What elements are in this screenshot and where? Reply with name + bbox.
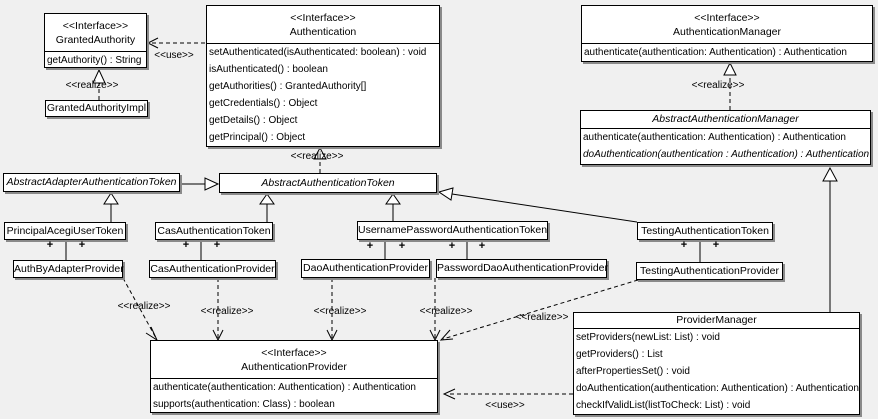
class-granted-authority-impl[interactable]: GrantedAuthorityImpl — [45, 100, 148, 117]
class-name: AbstractAuthenticationManager — [652, 113, 799, 125]
class-name: AuthenticationProvider — [241, 361, 347, 373]
use-label: <<use>> — [485, 400, 525, 411]
realize-label: <<realize>> — [419, 306, 473, 317]
class-name: CasAuthenticationProvider — [150, 263, 275, 275]
class-name: TestingAuthenticationProvider — [640, 265, 779, 277]
edge-gen-abstractadapterauthenticationtoken-abstractauthenticationtoken — [181, 177, 220, 191]
method-row: getCredentials() : Object — [209, 98, 318, 109]
method-row: getPrincipal() : Object — [209, 132, 306, 143]
edge-gen-providermanager-abstractauthenticationmanager — [822, 166, 838, 312]
method-row: checkIfValidList(listToCheck: List) : vo… — [576, 400, 751, 411]
class-testing-authentication-provider[interactable]: TestingAuthenticationProvider — [636, 262, 783, 280]
use-label: <<use>> — [154, 50, 194, 61]
edge-gen-principalacegiusertoken-abstractadapterauthenticationtoken — [103, 192, 119, 222]
class-name: GrantedAuthority — [55, 34, 136, 46]
class-name: GrantedAuthorityImpl — [46, 102, 147, 114]
class-name: DaoAuthenticationProvider — [303, 262, 428, 274]
plus-label: + — [478, 240, 486, 252]
method-row: authenticate(authentication: Authenticat… — [583, 132, 846, 143]
class-abstract-adapter-authentication-token[interactable]: AbstractAdapterAuthenticationToken — [3, 173, 180, 192]
stereotype-label: <<Interface>> — [62, 20, 129, 32]
method-row: supports(authentication: Class) : boolea… — [153, 399, 335, 410]
class-name: CasAuthenticationToken — [157, 225, 271, 237]
class-name: AbstractAdapterAuthenticationToken — [6, 176, 177, 188]
class-name: Authentication — [289, 26, 357, 38]
method-row: setProviders(newList: List) : void — [576, 332, 720, 343]
class-auth-by-adapter-provider[interactable]: AuthByAdapterProvider — [13, 260, 124, 278]
method-row: afterPropertiesSet() : void — [576, 366, 690, 377]
class-name: UsernamePasswordAuthenticationToken — [358, 224, 548, 236]
method-row: getProviders() : List — [576, 349, 663, 360]
class-authentication-provider[interactable]: <<Interface>> AuthenticationProvider aut… — [150, 340, 438, 413]
plus-label: + — [680, 239, 688, 251]
class-granted-authority[interactable]: <<Interface>> GrantedAuthority getAuthor… — [44, 13, 147, 68]
edge-realize-abstractauthenticationtoken-authentication — [313, 146, 327, 173]
class-name: AuthenticationManager — [673, 26, 781, 38]
edge-gen-testingauthenticationtoken-abstractauthenticationtoken — [437, 187, 638, 223]
class-cas-authentication-provider[interactable]: CasAuthenticationProvider — [149, 260, 276, 278]
realize-label: <<realize>> — [117, 301, 171, 312]
plus-label: + — [213, 239, 221, 251]
plus-label: + — [182, 239, 190, 251]
plus-label: + — [448, 240, 456, 252]
method-row: setAuthenticated(isAuthenticated: boolea… — [209, 47, 427, 58]
class-name: PasswordDaoAuthenticationProvider — [437, 262, 609, 274]
class-username-password-authentication-token[interactable]: UsernamePasswordAuthenticationToken — [357, 221, 548, 240]
stereotype-label: <<Interface>> — [694, 12, 760, 24]
edge-gen-casauthenticationtoken-abstractauthenticationtoken — [259, 193, 275, 222]
method-row: getAuthorities() : GrantedAuthority[] — [209, 81, 367, 92]
class-provider-manager[interactable]: ProviderManager setProviders(newList: Li… — [573, 312, 860, 415]
method-row: authenticate(authentication: Authenticat… — [584, 47, 847, 58]
class-name: AuthByAdapterProvider — [14, 263, 124, 275]
plus-label: + — [712, 239, 720, 251]
class-dao-authentication-provider[interactable]: DaoAuthenticationProvider — [301, 259, 430, 278]
method-row: isAuthenticated() : boolean — [209, 64, 328, 75]
stereotype-label: <<Interface>> — [261, 347, 327, 359]
method-row: authenticate(authentication: Authenticat… — [153, 382, 416, 393]
edge-gen-usernamepasswordauthenticationtoken-abstractauthenticationtoken — [385, 193, 401, 221]
realize-label: <<realize>> — [200, 306, 254, 317]
method-row: getAuthority() : String — [47, 55, 142, 66]
realize-label: <<realize>> — [691, 80, 745, 91]
realize-label: <<realize>> — [65, 80, 119, 91]
realize-label: <<realize>> — [515, 312, 569, 323]
plus-label: + — [46, 239, 54, 251]
method-row: doAuthentication(authentication: Authent… — [576, 383, 859, 394]
edge-use-providermanager-authenticationprovider — [442, 388, 573, 400]
plus-label: + — [78, 239, 86, 251]
edge-realize-testingauthenticationprovider-authenticationprovider — [439, 279, 639, 341]
edge-realize-grantedauthorityimpl-grantedauthority — [92, 68, 106, 100]
class-authentication[interactable]: <<Interface>> Authentication setAuthenti… — [206, 5, 440, 147]
class-abstract-authentication-token[interactable]: AbstractAuthenticationToken — [219, 173, 437, 193]
plus-label: + — [398, 240, 406, 252]
class-name: TestingAuthenticationToken — [641, 225, 769, 237]
edge-realize-abstractauthenticationmanager-authenticationmanager — [723, 61, 737, 110]
realize-label: <<realize>> — [313, 306, 367, 317]
edge-use-authentication-grantedauthority — [146, 37, 205, 49]
class-name: AbstractAuthenticationToken — [261, 177, 395, 189]
class-principal-acegi-user-token[interactable]: PrincipalAcegiUserToken — [4, 222, 126, 240]
class-name: ProviderManager — [676, 314, 757, 326]
class-password-dao-authentication-provider[interactable]: PasswordDaoAuthenticationProvider — [436, 259, 609, 278]
realize-label: <<realize>> — [290, 151, 344, 162]
class-testing-authentication-token[interactable]: TestingAuthenticationToken — [637, 222, 773, 240]
class-cas-authentication-token[interactable]: CasAuthenticationToken — [155, 222, 273, 240]
class-authentication-manager[interactable]: <<Interface>> AuthenticationManager auth… — [581, 5, 873, 62]
class-abstract-authentication-manager[interactable]: AbstractAuthenticationManager authentica… — [580, 110, 871, 165]
plus-label: + — [366, 240, 374, 252]
class-name: PrincipalAcegiUserToken — [6, 225, 124, 237]
method-row: getDetails() : Object — [209, 115, 298, 126]
stereotype-label: <<Interface>> — [290, 12, 356, 24]
method-row: doAuthentication(authentication : Authen… — [583, 149, 870, 160]
